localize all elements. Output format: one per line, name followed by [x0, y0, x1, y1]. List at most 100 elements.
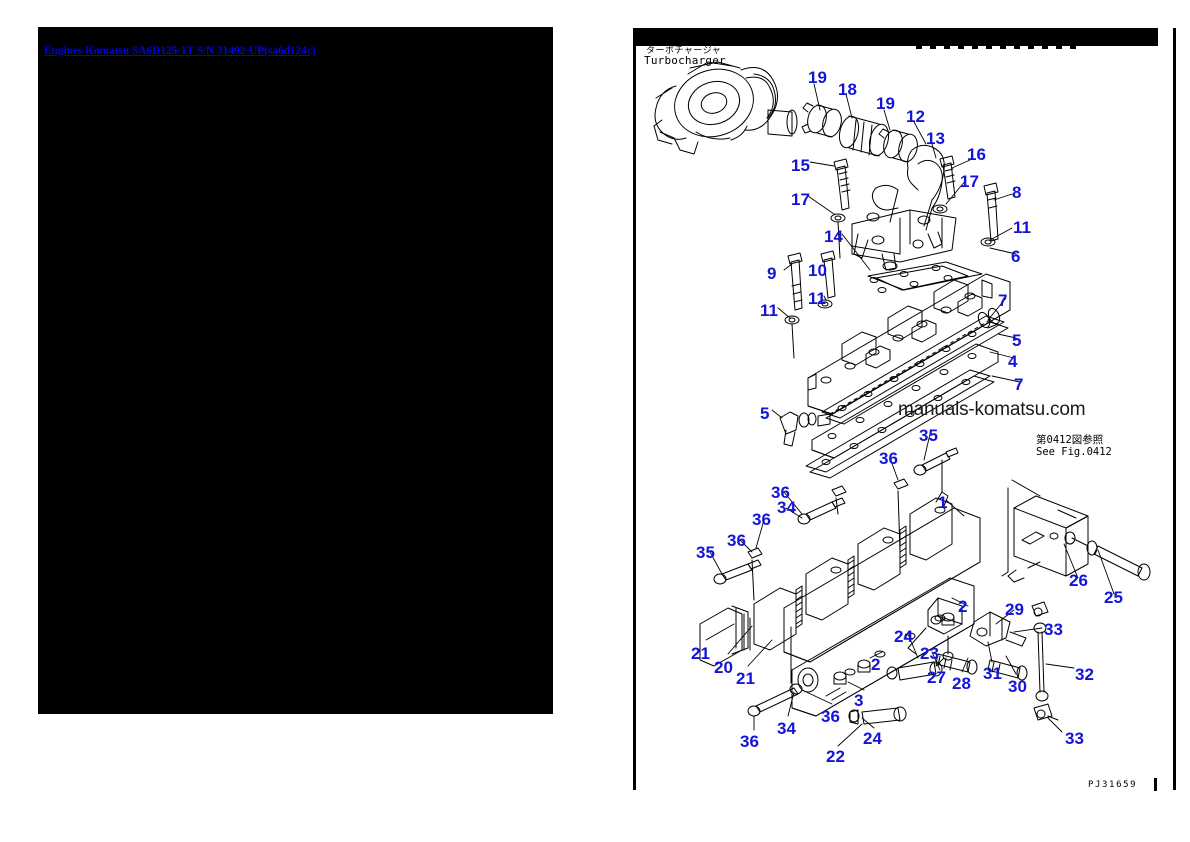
- callout-number: 17: [791, 190, 810, 209]
- parts-diagram-panel: ターボチャージャ Turbocharger manuals-komatsu.co…: [633, 28, 1176, 791]
- leader-lines: [705, 83, 1115, 747]
- callout-number: 35: [696, 543, 715, 562]
- callout-number: 16: [967, 145, 986, 164]
- nut-36-upper: [831, 485, 847, 515]
- callout-number: 30: [1008, 677, 1027, 696]
- washer-17-left: [830, 213, 846, 259]
- bolt-8: [983, 182, 999, 242]
- callout-number: 23: [920, 644, 939, 663]
- callout-number: 24: [894, 627, 913, 646]
- callout-number: 36: [821, 707, 840, 726]
- callout-number: 19: [808, 68, 827, 87]
- plug-2-b: [857, 659, 871, 673]
- link-rod-32: [1033, 622, 1049, 702]
- gasket-plate-7-upper: [821, 315, 1009, 425]
- callout-number: 10: [808, 261, 827, 280]
- joint-33-lower: [1033, 703, 1059, 721]
- hose-clamp-a: [801, 102, 842, 138]
- washer-17-right: [932, 204, 948, 214]
- washer-11-left: [784, 299, 833, 359]
- callout-number: 36: [879, 449, 898, 468]
- bolt-9: [787, 252, 803, 311]
- see-figure-japanese: 第0412図参照: [1036, 434, 1104, 446]
- callout-number: 6: [1011, 247, 1021, 266]
- lower-manifold-body: [791, 577, 975, 717]
- callout-number: 21: [736, 669, 755, 688]
- callout-number: 8: [1012, 183, 1022, 202]
- callout-number: 14: [824, 227, 843, 246]
- callout-number: 33: [1065, 729, 1084, 748]
- turbocharger-label-english: Turbocharger: [644, 54, 726, 67]
- callout-number: 36: [727, 531, 746, 550]
- gasket-14: [867, 261, 983, 293]
- rubber-hose: [838, 115, 890, 157]
- document-title-link[interactable]: Engines Komatsu SA6D125-1T S/N 31492-UP(…: [44, 45, 316, 57]
- left-image-panel: Engines Komatsu SA6D125-1T S/N 31492-UP(…: [38, 27, 553, 714]
- see-figure-english: See Fig.0412: [1036, 446, 1112, 458]
- callout-number: 19: [876, 94, 895, 113]
- callout-number: 11: [1013, 218, 1031, 237]
- stud-34-upper: [797, 497, 846, 525]
- callout-number: 36: [752, 510, 771, 529]
- diagram-top-bar: [636, 28, 1158, 46]
- turbocharger-label-japanese: ターボチャージャ: [646, 46, 722, 56]
- callout-number: 11: [760, 301, 778, 320]
- callout-number: 13: [926, 129, 945, 148]
- bolt-22: [848, 706, 907, 725]
- joint-33-upper: [1031, 601, 1049, 617]
- plug-3: [833, 671, 847, 685]
- callout-number: 33: [1044, 620, 1063, 639]
- callout-number: 26: [1069, 571, 1088, 590]
- diagram-top-dots: [916, 46, 1076, 49]
- stud-34-bottom: [747, 683, 803, 717]
- washer-11-right: [980, 237, 996, 247]
- callout-number: 29: [1005, 600, 1024, 619]
- callout-number: 32: [1075, 665, 1094, 684]
- bolt-10: [820, 250, 836, 299]
- callout-number: 25: [1104, 588, 1123, 607]
- callout-number: 1: [938, 493, 948, 512]
- stud-35-mid: [913, 447, 959, 476]
- callout-number: 36: [740, 732, 759, 751]
- fitting-5-left: [779, 411, 831, 447]
- callout-number: 2: [871, 655, 881, 674]
- lever-31: [907, 597, 963, 661]
- bolt-15: [833, 158, 851, 211]
- callout-number: 3: [854, 691, 864, 710]
- callout-number: 4: [1008, 352, 1018, 371]
- bracket-26: [1001, 479, 1089, 583]
- callout-number: 7: [998, 291, 1008, 310]
- callout-number: 5: [760, 404, 770, 423]
- callout-number: 5: [1012, 331, 1022, 350]
- callout-number: 18: [838, 80, 857, 99]
- diagram-part-code: PJ31659: [1088, 780, 1138, 790]
- hose-clamp-b: [878, 128, 918, 163]
- callout-number: 20: [714, 658, 733, 677]
- callout-number: 34: [777, 719, 796, 738]
- spring-stack: [795, 525, 907, 629]
- intake-connector-elbow: [851, 144, 957, 271]
- callout-number: 2: [958, 597, 968, 616]
- callout-number: 27: [927, 668, 946, 687]
- callout-number: 15: [791, 156, 810, 175]
- callout-number: 12: [906, 107, 925, 126]
- callout-number: 21: [691, 644, 710, 663]
- callout-number: 36: [771, 483, 790, 502]
- callout-number: 11: [808, 289, 826, 308]
- callout-number: 28: [952, 674, 971, 693]
- callout-number: 24: [863, 729, 882, 748]
- bolt-28: [935, 653, 978, 675]
- gasket-plate-4: [811, 343, 999, 459]
- callout-number: 17: [960, 172, 979, 191]
- rod-25: [1064, 531, 1151, 581]
- nut-36-left: [747, 547, 763, 601]
- site-watermark: manuals-komatsu.com: [898, 399, 1086, 420]
- turbocharger-body: [653, 61, 798, 155]
- callout-number: 35: [919, 426, 938, 445]
- callout-number: 22: [826, 747, 845, 766]
- fitting-5-right: [977, 307, 1001, 329]
- bolt-30: [987, 659, 1028, 681]
- callout-number: 31: [983, 664, 1002, 683]
- callout-number: 7: [1014, 375, 1024, 394]
